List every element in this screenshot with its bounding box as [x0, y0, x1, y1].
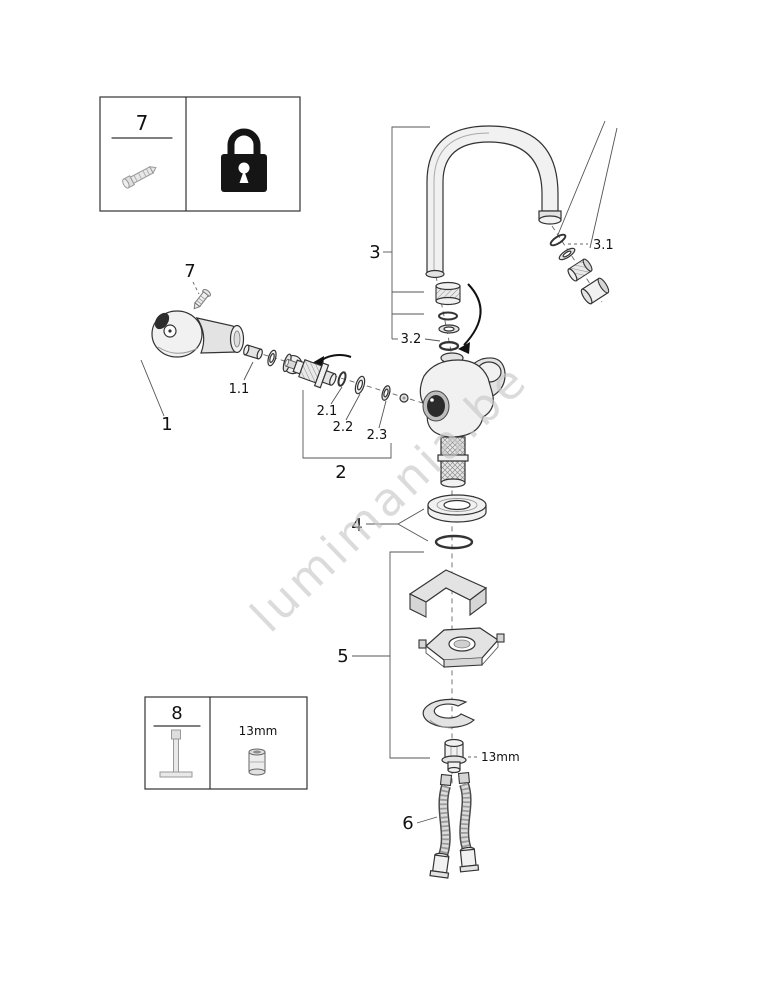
faucet-body	[419, 352, 506, 488]
nut-size-label: 13mm	[481, 750, 520, 764]
callout-1-1-label: 1.1	[229, 382, 250, 397]
spout-collar-nut-part	[435, 281, 461, 306]
legend-lock-box: 7	[99, 96, 301, 212]
callout-2-3-label: 2.3	[367, 428, 388, 443]
callout-2-label: 2	[335, 462, 346, 483]
callout-3-1-label: 3.1	[593, 238, 614, 253]
horseshoe-washer-part	[422, 698, 476, 729]
grub-screw-icon	[122, 166, 157, 189]
cartridge-plug-part	[399, 393, 409, 403]
callout-6-leader	[416, 816, 438, 824]
callout-2-bracket	[302, 390, 392, 459]
base-oring-part	[434, 534, 474, 550]
callout-3-1-line-a	[556, 120, 606, 238]
handle-washer-part	[267, 349, 277, 367]
callout-7-label: 7	[184, 261, 195, 282]
handle-cap-part	[243, 344, 263, 360]
callout-2-2-leader	[345, 393, 361, 421]
callout-3-2-label: 3.2	[401, 332, 422, 347]
callout-4-leader	[366, 508, 429, 542]
legend-lock-number: 7	[136, 111, 149, 135]
callout-1-label: 1	[161, 414, 172, 435]
socket-nut-icon	[248, 748, 266, 776]
socket-wrench-icon	[159, 729, 193, 778]
callout-1-leader	[140, 359, 165, 417]
spout-tube	[425, 125, 562, 279]
cartridge-washer-part	[381, 385, 391, 401]
aerator-shell-part	[580, 277, 610, 305]
legend-tool-number: 8	[171, 703, 182, 724]
swivel-arrowhead	[458, 342, 470, 354]
callout-2-1-label: 2.1	[317, 404, 338, 419]
callout-1-1-leader	[243, 361, 254, 381]
callout-5-label: 5	[337, 646, 348, 667]
escutcheon-ring-part	[427, 494, 487, 523]
callout-5-bracket	[352, 551, 430, 759]
handle-knob	[151, 310, 245, 358]
supply-hoses	[429, 771, 480, 879]
base-gasket-part	[408, 569, 488, 618]
spout-washer-part	[438, 324, 460, 334]
cartridge-oring-part	[337, 371, 347, 387]
mounting-plate-part	[418, 627, 505, 668]
callout-3-1-line-b	[589, 127, 618, 249]
callout-2-2-label: 2.2	[333, 420, 354, 435]
callout-3-label: 3	[369, 242, 380, 263]
legend-tool-size: 13mm	[239, 724, 278, 738]
callout-3-2-tick-right	[424, 338, 441, 342]
rotation-arrowhead	[312, 356, 324, 368]
callout-4-label: 4	[351, 515, 362, 536]
callout-2-1-leader	[330, 386, 343, 405]
mounting-nut-part	[441, 738, 467, 774]
legend-tool-box: 8 13mm	[144, 696, 308, 790]
aerator-core-part	[567, 258, 593, 282]
callout-7-leader	[192, 281, 200, 295]
aerator-washer-part	[558, 247, 576, 261]
callout-2-3-leader	[378, 400, 387, 429]
cartridge-ring-part	[354, 375, 366, 395]
cartridge-part	[284, 358, 337, 389]
handle-screw-icon	[193, 288, 211, 310]
rotation-arrow	[319, 354, 352, 363]
main-axis-line	[435, 275, 453, 786]
callout-3-bracket	[383, 126, 430, 339]
callout-6-label: 6	[402, 813, 413, 834]
aerator-cring-part	[549, 233, 567, 247]
spout-cring-part	[438, 311, 458, 321]
swivel-arrow	[463, 283, 482, 346]
spout-oring-part	[438, 341, 460, 351]
lock-icon	[221, 128, 267, 192]
